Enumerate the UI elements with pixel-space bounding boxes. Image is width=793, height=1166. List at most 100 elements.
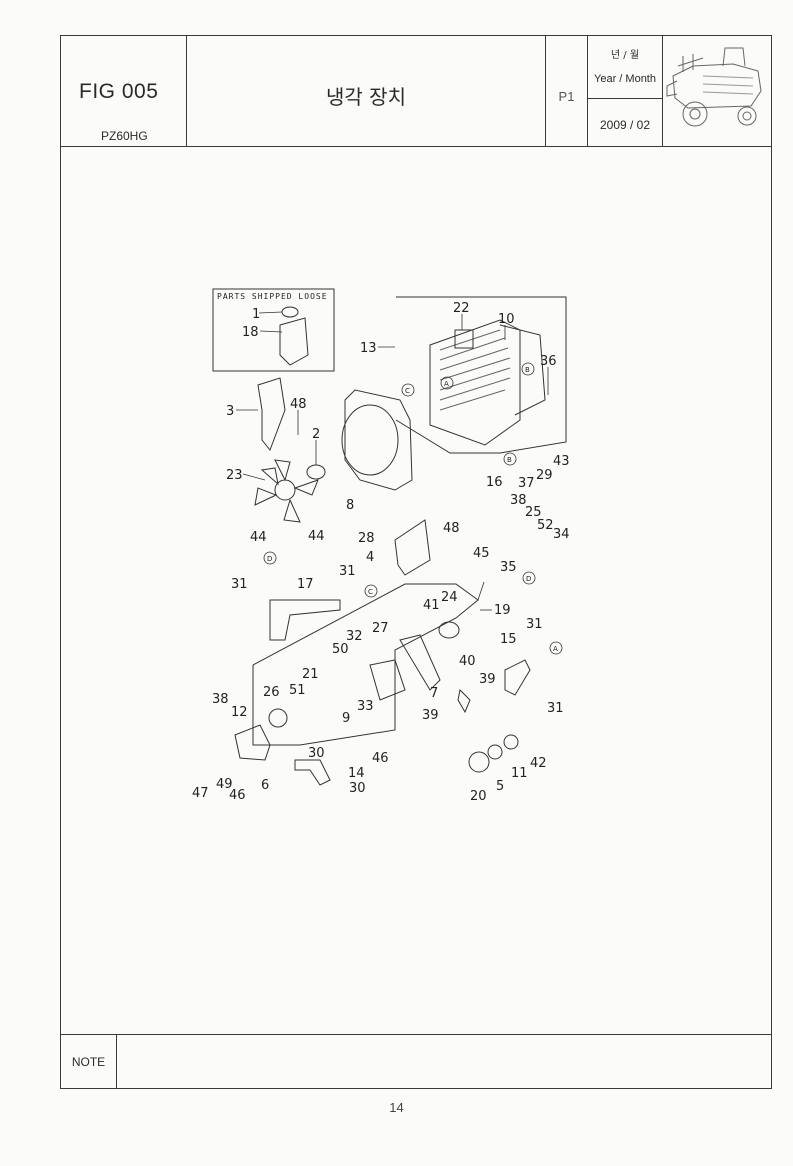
loose-parts-caption: PARTS SHIPPED LOOSE bbox=[217, 292, 328, 301]
part-label-46: 46 bbox=[372, 751, 389, 766]
part-label-26: 26 bbox=[263, 685, 280, 700]
part-label-17: 17 bbox=[297, 577, 314, 592]
impeller-shape bbox=[268, 708, 288, 728]
fan-shroud-ring bbox=[341, 404, 399, 476]
note-label: NOTE bbox=[61, 1035, 117, 1089]
radiator-screen-shape bbox=[499, 324, 546, 416]
part-label-23: 23 bbox=[226, 468, 243, 483]
part-label-36: 36 bbox=[540, 354, 557, 369]
bracket-4-shape bbox=[394, 519, 431, 576]
part-label-1: 1 bbox=[252, 307, 260, 322]
bypass-hose-shape bbox=[294, 759, 331, 786]
part-label-35: 35 bbox=[500, 560, 517, 575]
part-number-labels: 1 18 13 22 10 36 3 48 2 23 8 44 44 37 29… bbox=[192, 301, 570, 804]
model-code: PZ60HG bbox=[101, 129, 148, 143]
fan-shroud-shape bbox=[344, 389, 413, 491]
part-label-11: 11 bbox=[511, 766, 528, 781]
part-label-39b: 39 bbox=[422, 708, 439, 723]
fig-cell: FIG 005 PZ60HG bbox=[61, 36, 187, 146]
part-label-38b: 38 bbox=[212, 692, 229, 707]
ref-marker-d2: D bbox=[526, 575, 531, 583]
part-label-25: 25 bbox=[525, 505, 542, 520]
part-label-34: 34 bbox=[553, 527, 570, 542]
title-cell: 냉각 장치 bbox=[187, 36, 546, 146]
date-cell: 년 / 월 Year / Month 2009 / 02 bbox=[588, 36, 663, 146]
part-label-21: 21 bbox=[302, 667, 319, 682]
part-label-28: 28 bbox=[358, 531, 375, 546]
thermostat-shape bbox=[438, 621, 460, 639]
radiator-assembly-box bbox=[395, 296, 567, 454]
part-label-13: 13 bbox=[360, 341, 377, 356]
bracket-3-shape bbox=[257, 377, 286, 451]
fan-blades-shape bbox=[254, 459, 319, 523]
part-label-27: 27 bbox=[372, 621, 389, 636]
machine-thumbnail-icon bbox=[666, 47, 762, 127]
part-label-4: 4 bbox=[366, 550, 374, 565]
part-label-38: 38 bbox=[510, 493, 527, 508]
loose-parts-box bbox=[212, 288, 335, 372]
part-label-48: 48 bbox=[290, 397, 307, 412]
part-label-47: 47 bbox=[192, 786, 209, 801]
reference-marker-labels: A B C B D C D A bbox=[267, 366, 558, 653]
page-code-cell: P1 bbox=[546, 36, 588, 146]
part-label-24: 24 bbox=[441, 590, 458, 605]
part-label-22: 22 bbox=[453, 301, 470, 316]
part-label-20: 20 bbox=[470, 789, 487, 804]
part-label-7: 7 bbox=[430, 686, 438, 701]
part-label-10: 10 bbox=[498, 312, 515, 327]
part-label-33: 33 bbox=[357, 699, 374, 714]
ref-marker-c2: C bbox=[368, 588, 373, 596]
lower-hose-shape bbox=[269, 599, 341, 641]
seal-5-shape bbox=[487, 744, 503, 760]
page-frame: FIG 005 PZ60HG 냉각 장치 P1 년 / 월 Year / Mon… bbox=[60, 35, 772, 1089]
part-label-14: 14 bbox=[348, 766, 365, 781]
year-month-korean: 년 / 월 bbox=[610, 50, 640, 61]
date-divider bbox=[588, 98, 662, 99]
part-label-29: 29 bbox=[536, 468, 553, 483]
part-label-51: 51 bbox=[289, 683, 306, 698]
reservoir-cap-shape bbox=[281, 306, 299, 318]
part-label-31c: 31 bbox=[526, 617, 543, 632]
pipe-7-shape bbox=[399, 634, 441, 691]
radiator-fins bbox=[439, 329, 511, 411]
part-drawings bbox=[234, 306, 546, 786]
part-label-8: 8 bbox=[346, 498, 354, 513]
part-label-44: 44 bbox=[250, 530, 267, 545]
part-label-30b: 30 bbox=[349, 781, 366, 796]
part-label-6: 6 bbox=[261, 778, 269, 793]
figure-number: FIG 005 bbox=[79, 80, 159, 103]
part-label-42: 42 bbox=[530, 756, 547, 771]
part-label-50: 50 bbox=[332, 642, 349, 657]
radiator-filler-neck bbox=[454, 329, 474, 349]
part-label-5: 5 bbox=[496, 779, 504, 794]
year-month-label: Year / Month bbox=[594, 73, 656, 85]
ref-marker-d: D bbox=[267, 555, 272, 563]
part-label-46b: 46 bbox=[229, 788, 246, 803]
part-label-45: 45 bbox=[473, 546, 490, 561]
date-value: 2009 / 02 bbox=[599, 118, 651, 132]
part-label-2: 2 bbox=[312, 427, 320, 442]
page-code: P1 bbox=[558, 89, 575, 104]
part-label-15: 15 bbox=[500, 632, 517, 647]
radiator-core-shape bbox=[429, 319, 521, 446]
part-label-16: 16 bbox=[486, 475, 503, 490]
part-label-44b: 44 bbox=[308, 529, 325, 544]
ref-marker-b2: B bbox=[507, 456, 512, 464]
water-pump-shape bbox=[234, 724, 271, 761]
header-block: FIG 005 PZ60HG 냉각 장치 P1 년 / 월 Year / Mon… bbox=[61, 36, 771, 147]
reservoir-tank-shape bbox=[279, 317, 309, 366]
machine-thumbnail-cell bbox=[663, 36, 773, 146]
note-area: NOTE bbox=[61, 1034, 771, 1089]
fan-spacer-shape bbox=[306, 464, 326, 480]
part-label-43: 43 bbox=[553, 454, 570, 469]
part-label-31d: 31 bbox=[547, 701, 564, 716]
part-label-18: 18 bbox=[242, 325, 259, 340]
ref-marker-a2: A bbox=[553, 645, 558, 653]
part-label-12: 12 bbox=[231, 705, 248, 720]
ref-marker-c: C bbox=[405, 387, 410, 395]
water-pump-group-outline bbox=[252, 583, 479, 746]
part-label-37: 37 bbox=[518, 476, 535, 491]
part-label-3: 3 bbox=[226, 404, 234, 419]
page-number: 14 bbox=[389, 1100, 404, 1115]
